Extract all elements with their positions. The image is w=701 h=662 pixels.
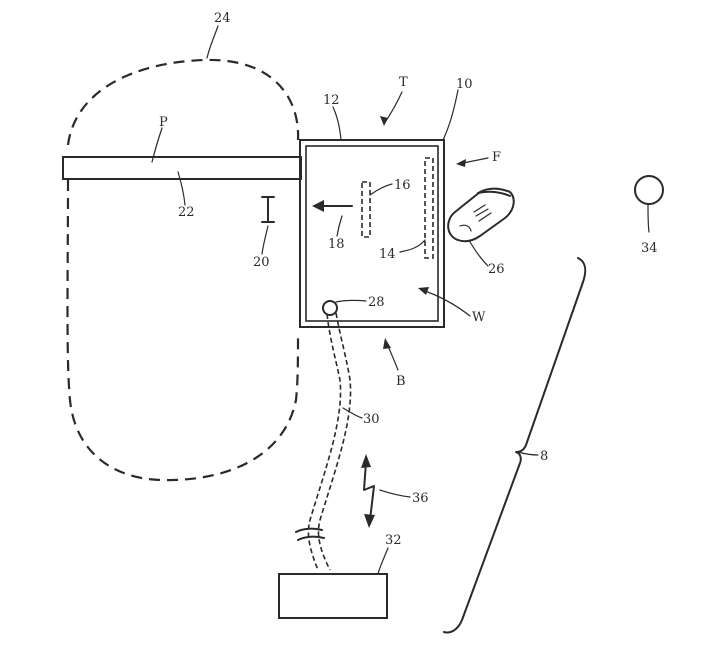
signal-36: [364, 462, 374, 520]
label-24: 24: [214, 11, 231, 26]
leader-36: [380, 490, 410, 497]
label-12: 12: [323, 93, 340, 108]
arrowhead-w: [418, 287, 429, 295]
label-32: 32: [385, 533, 402, 548]
label-14: 14: [379, 247, 396, 262]
signal-36-head-top: [361, 454, 371, 468]
label-16: 16: [394, 178, 411, 193]
finger-26: [448, 189, 514, 242]
label-p: P: [159, 115, 168, 130]
leader-8: [518, 452, 538, 455]
arrowhead-18: [312, 200, 324, 212]
label-8: 8: [540, 449, 548, 464]
dashed-region-24: [68, 60, 298, 145]
label-w: W: [472, 310, 486, 325]
dashed-region-24-lower: [68, 180, 299, 480]
label-22: 22: [178, 205, 195, 220]
label-28: 28: [368, 295, 385, 310]
leader-26: [470, 242, 488, 266]
label-20: 20: [253, 255, 270, 270]
label-36: 36: [412, 491, 429, 506]
leader-28: [336, 300, 366, 302]
arrowhead-f: [456, 159, 466, 167]
leader-12: [333, 107, 341, 140]
element-34: [635, 176, 663, 204]
component-16: [362, 182, 370, 237]
leader-w: [422, 290, 470, 316]
component-14: [425, 158, 433, 258]
leader-18: [337, 216, 342, 236]
brace-8: [444, 258, 585, 633]
box-32: [279, 574, 387, 618]
arrowhead-t: [380, 116, 388, 126]
cable-break: [296, 529, 324, 540]
label-b: B: [396, 374, 406, 389]
leader-32: [378, 548, 388, 574]
leader-34: [648, 205, 649, 232]
label-18: 18: [328, 237, 345, 252]
leader-16: [370, 184, 392, 195]
leader-14: [400, 240, 425, 252]
bar-p: [63, 157, 301, 179]
label-f: F: [492, 150, 501, 165]
label-26: 26: [488, 262, 505, 277]
leader-24: [207, 26, 218, 58]
arrowhead-b: [383, 338, 391, 349]
leader-10: [443, 90, 458, 140]
element-20: [262, 197, 274, 254]
signal-36-head-bottom: [364, 514, 375, 528]
label-t: T: [399, 75, 408, 90]
label-10: 10: [456, 77, 473, 92]
label-34: 34: [641, 241, 658, 256]
label-30: 30: [363, 412, 380, 427]
cable-30b: [318, 313, 350, 570]
leader-30: [343, 408, 362, 418]
port-28: [323, 301, 337, 315]
cable-30a: [308, 314, 340, 570]
